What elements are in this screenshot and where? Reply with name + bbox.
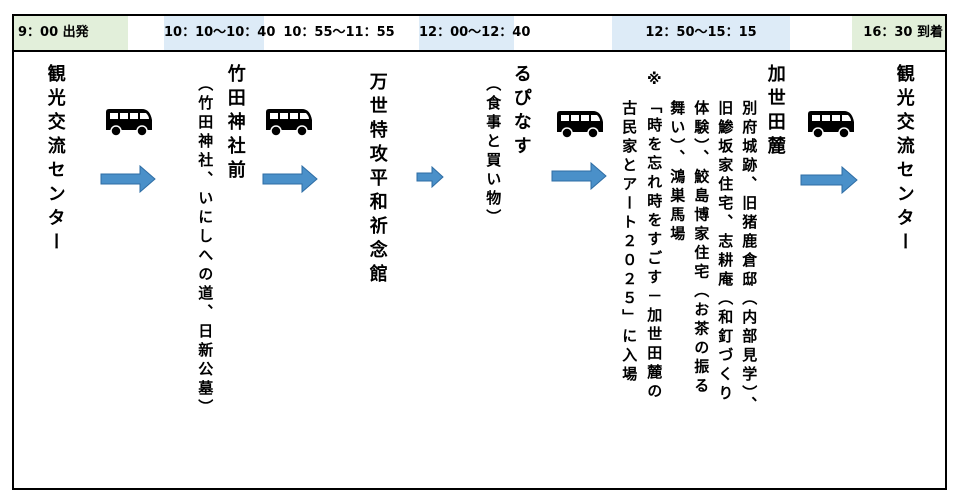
departure-time: 9：00 出発: [14, 16, 128, 50]
arrival-time: 16：30 到着: [852, 16, 945, 50]
stop-takeda-jinja-mae: 竹田神社前: [224, 64, 246, 184]
stop-rupinasu: るぴなす: [510, 64, 532, 160]
kaseda-remark-mark: ※: [645, 70, 664, 92]
bus-icon: [106, 109, 152, 137]
stop-bansei-peace-museum: 万世特攻平和祈念館: [366, 72, 388, 288]
kaseda-remark-line-1: 「時を忘れ時をすごす－加世田麓の: [645, 98, 664, 402]
bus-icon: [266, 109, 312, 137]
stop-kaseda-fumoto: 加世田麓: [764, 64, 786, 160]
kaseda-detail-line-4: 舞い）、鴻巣馬場: [668, 100, 687, 245]
kaseda-remark-line-2: 古民家とアート２０２５」に入場: [620, 100, 639, 385]
time-header-row: 9：00 出発 10：10〜10：40 10：55〜11：55 12：00〜12…: [14, 16, 945, 52]
kaseda-detail-line-3: 体験）、鮫島博家住宅（お茶の振る: [692, 100, 711, 397]
stop-rupinasu-note: （食事と買い物）: [484, 76, 503, 228]
time-slot-2: 10：55〜11：55: [283, 25, 395, 40]
kaseda-detail-line-1: 別府城跡、旧猪鹿倉邸（内部見学）、: [740, 100, 759, 416]
time-slot-3: 12：00〜12：40: [419, 16, 530, 50]
stop-takeda-note: （竹田神社、いにしへの道、日新公墓）: [196, 76, 215, 418]
itinerary-table: 9：00 出発 10：10〜10：40 10：55〜11：55 12：00〜12…: [12, 14, 947, 490]
bus-icon: [557, 111, 603, 139]
kaseda-detail-line-2: 旧鯵坂家住宅、志耕庵（和釘づくり: [716, 100, 735, 404]
right-arrow-icon: [262, 165, 318, 193]
right-arrow-icon: [100, 165, 156, 193]
stop-kanko-center-start: 観光交流センター: [44, 64, 66, 256]
stop-kanko-center-end: 観光交流センター: [893, 64, 915, 256]
right-arrow-icon: [551, 162, 607, 190]
time-slot-1: 10：10〜10：40: [164, 16, 275, 50]
right-arrow-icon: [416, 166, 444, 188]
right-arrow-icon: [800, 166, 858, 194]
bus-icon: [808, 111, 854, 139]
time-slot-4: 12：50〜15：15: [612, 16, 790, 50]
